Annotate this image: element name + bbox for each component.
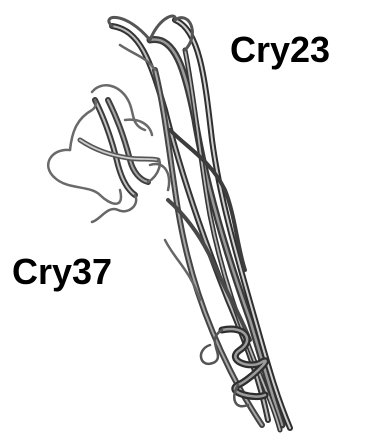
- cry37-loop: [92, 195, 136, 222]
- cry37-structure: [48, 85, 160, 222]
- cry23-structure: [109, 16, 290, 430]
- cry37-loop: [48, 150, 121, 204]
- cry37-label: Cry37: [12, 254, 112, 290]
- cry23-label: Cry23: [230, 32, 330, 68]
